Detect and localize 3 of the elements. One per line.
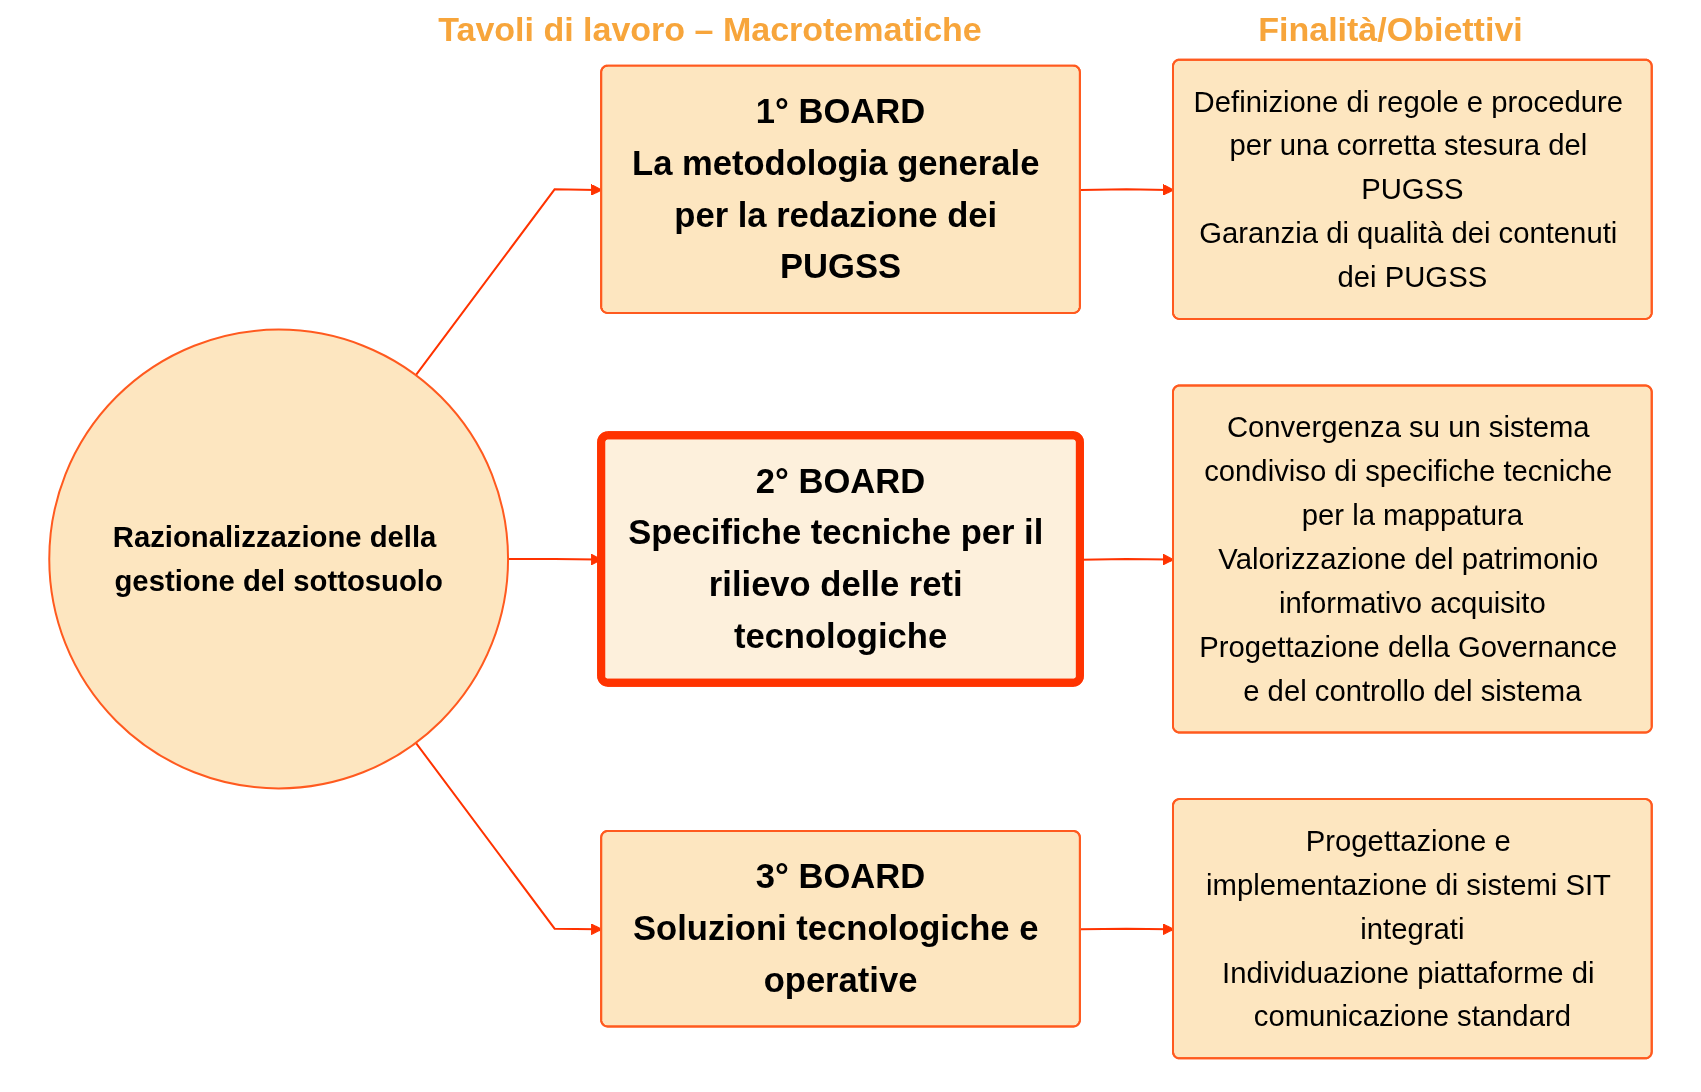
column-heading: Finalità/Obiettivi [1258, 10, 1523, 49]
node-circle: Razionalizzazione della gestione del sottosuolo [48, 328, 510, 790]
column-heading: Tavoli di lavoro – Macrotematiche [438, 10, 982, 49]
